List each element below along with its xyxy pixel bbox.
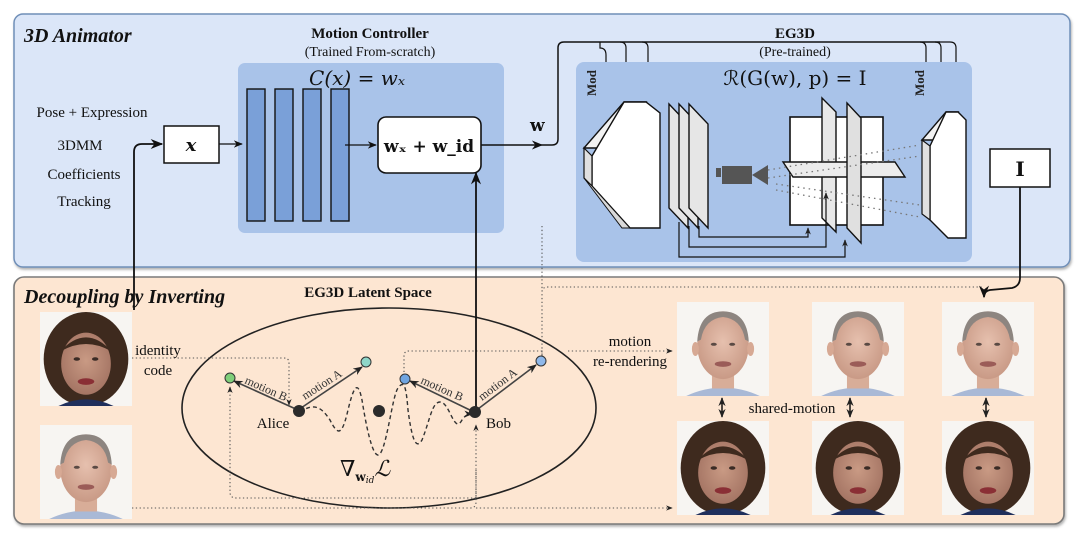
output-to-result-arrow [978,187,1021,299]
eg3d-subtitle: (Pre-trained) [759,45,831,60]
triplane-volume [781,96,907,245]
latent-point-alice-motion-a [360,356,372,368]
mod-arrow-left-1 [599,42,609,116]
x-input-label: x [185,135,197,156]
mod-label-left: Mod [584,69,599,96]
input-label-tracking: Tracking [57,194,111,210]
mod-arrow-right-3 [940,41,959,119]
animator-title: 3D Animator [23,25,132,47]
feature-planes [668,102,709,230]
woman-result-face-3 [942,421,1034,515]
bob-label: Bob [486,416,511,432]
camera-icon [716,165,768,185]
mlp-layer-2 [274,88,294,222]
input-label-coefficients: Coefficients [47,167,120,183]
woman-result-face-1 [677,421,769,515]
mlp-layer-4 [330,88,350,222]
bob-motion-a-arrow [473,364,537,413]
bob-motion-b-arrow [409,380,475,413]
w-label: w [529,116,545,136]
man-result-face-1 [677,302,769,396]
identity-code-route [132,357,292,406]
identity-label: identity [135,343,181,359]
rerendering-label: re-rendering [593,354,668,370]
tracking-input-line [133,138,164,310]
motion-controller-formula: C(x) = wₓ [309,66,405,90]
motion-label: motion [609,334,652,350]
alice-label: Alice [257,416,290,432]
alice-motion-a-arrow [297,366,363,411]
w-modulation-route [542,41,940,146]
latent-point-bob-motion-a [535,355,547,367]
latent-point-alice-motion-b [224,372,236,384]
mod-arrow-left-2 [619,41,629,103]
mlp-layer-3 [302,88,322,222]
latent-point-intermediate [373,405,385,417]
latent-point-bob-motion-b [399,373,411,385]
man-result-face-2 [812,302,904,396]
mod-arrow-left-3 [641,41,651,103]
latent-space-ellipse [181,307,597,509]
motion-controller-layers [246,88,350,222]
optimization-path [299,383,473,456]
alice-motion-b-arrow [233,380,299,411]
mod-label-right: Mod [912,69,927,96]
output-image-label: I [1015,157,1024,181]
motion-controller-subtitle: (Trained From-scratch) [305,45,436,60]
x-input-box [163,125,220,164]
motion-controller-title: Motion Controller [311,26,429,42]
woman-identity-face [40,312,132,406]
woman-result-face-2 [812,421,904,515]
super-resolution-network [920,111,967,239]
mod-arrow-right-1 [919,41,929,139]
decoupling-panel: Decoupling by Inverting EG3D Latent Spac… [13,138,1065,525]
output-image-box [989,148,1051,188]
eg3d-title: EG3D [775,26,815,42]
eg3d-formula: ℛ(G(w), p) = I [723,66,866,90]
rerender-top-route [541,286,982,360]
plane-connectors [678,192,848,258]
generator-network [582,101,661,229]
bob-identity-route [132,424,479,509]
mlp-layer-1 [246,88,266,222]
animator-panel: 3D Animator Pose + Expression 3DMM Coeff… [13,13,1071,268]
input-label-pose-expression: Pose + Expression [37,105,148,121]
latent-space-title: EG3D Latent Space [304,285,432,301]
latent-point-bob [469,406,481,418]
code-label: code [144,363,173,379]
mod-arrow-right-2 [934,41,944,119]
gradient-label: ∇widℒ [340,457,391,486]
bob-motion-route [403,350,545,372]
alice-motion-route [230,387,477,499]
latent-sum-label: wₓ + w_id [383,137,474,157]
man-result-face-3 [942,302,1034,396]
man-identity-face [40,425,132,519]
render-rays [767,144,921,218]
input-label-3dmm: 3DMM [57,138,102,154]
latent-point-alice [293,405,305,417]
decoupling-title: Decoupling by Inverting [23,286,225,308]
shared-motion-label: shared-motion [749,401,836,417]
